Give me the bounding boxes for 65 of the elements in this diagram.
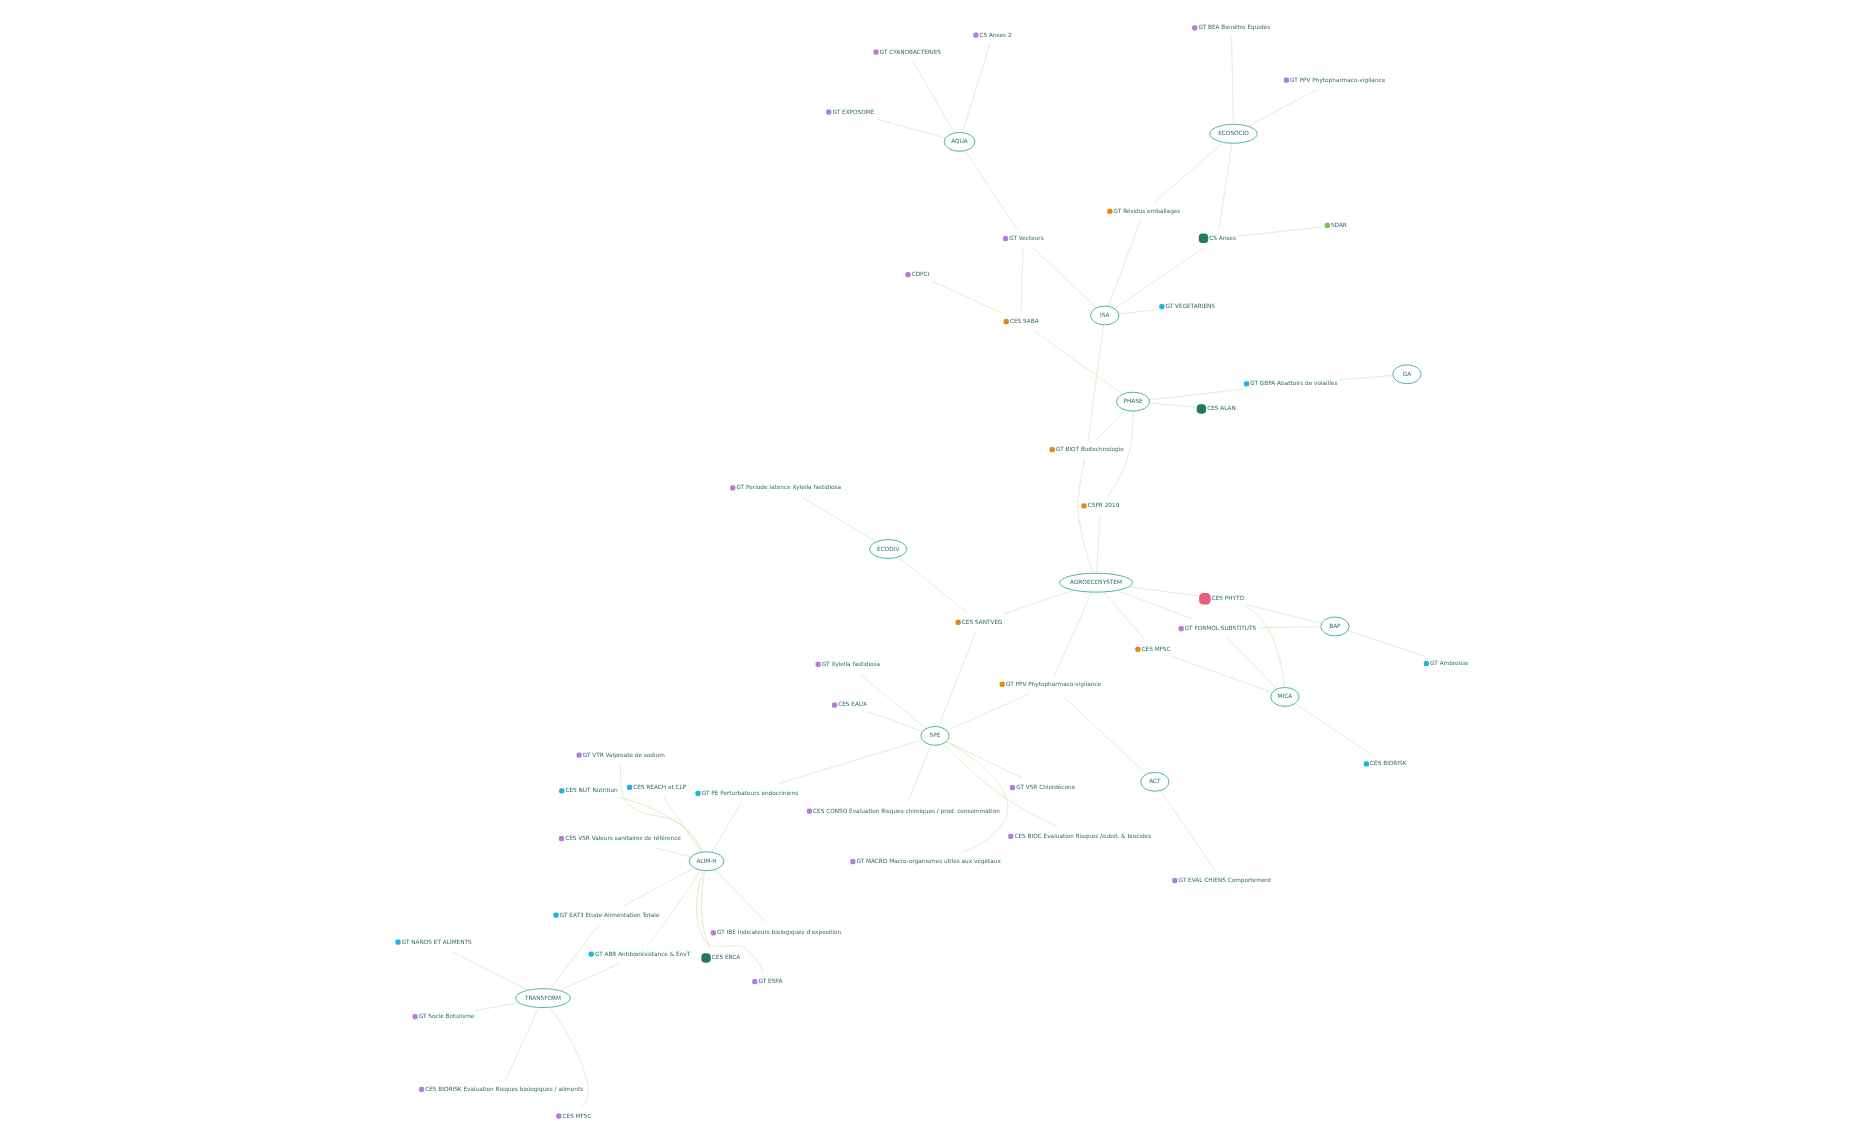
connector — [656, 847, 692, 858]
connector — [647, 869, 702, 946]
connector — [620, 764, 703, 853]
connector — [1054, 591, 1093, 676]
connector — [549, 924, 600, 990]
connector — [1226, 637, 1278, 690]
connector — [777, 739, 923, 785]
connector — [946, 741, 1024, 779]
connector — [475, 1002, 520, 1011]
connector — [946, 693, 1030, 731]
connector — [663, 796, 701, 853]
connector — [1033, 247, 1097, 308]
connector — [1245, 604, 1322, 624]
connector — [1258, 626, 1321, 629]
connector — [1154, 142, 1224, 203]
connector — [907, 744, 932, 802]
connector — [1339, 375, 1394, 381]
connector — [946, 741, 1009, 853]
connector — [1095, 409, 1126, 441]
connector — [876, 118, 946, 139]
connector — [867, 711, 923, 732]
connector — [1160, 790, 1216, 872]
connector — [1060, 693, 1147, 775]
connector — [1096, 515, 1101, 574]
connector — [1245, 606, 1285, 688]
connector — [1034, 330, 1123, 395]
connector — [618, 797, 703, 853]
connector — [801, 496, 877, 542]
connector — [1231, 37, 1234, 125]
connector — [1116, 590, 1193, 620]
connector — [1118, 309, 1159, 315]
connector — [1114, 247, 1204, 309]
connector — [1218, 142, 1233, 230]
connector — [1149, 402, 1196, 408]
connector — [1294, 703, 1372, 755]
connector — [1020, 248, 1024, 313]
connector — [1247, 89, 1317, 127]
connector — [1347, 630, 1423, 656]
connector — [931, 280, 1003, 314]
connector — [559, 963, 620, 991]
connector — [1077, 458, 1093, 574]
connector — [965, 150, 1018, 230]
connector — [1237, 226, 1322, 237]
connector — [623, 867, 695, 906]
connector — [714, 869, 768, 924]
connector — [1087, 324, 1104, 441]
connector — [898, 556, 968, 613]
connector — [701, 870, 711, 949]
connector — [859, 673, 927, 729]
connector — [938, 631, 976, 727]
connector — [942, 743, 1059, 828]
connector — [1003, 589, 1075, 615]
connector — [1171, 655, 1273, 693]
connector — [1149, 389, 1243, 401]
connector — [549, 1007, 589, 1107]
connector — [711, 802, 742, 853]
connector — [912, 61, 955, 134]
connector — [505, 1007, 539, 1081]
connector — [1128, 586, 1198, 596]
connector — [451, 951, 528, 991]
connector — [1107, 410, 1134, 497]
connector — [1107, 220, 1141, 307]
connector — [962, 44, 990, 133]
connector — [1103, 591, 1145, 640]
connector — [696, 870, 764, 973]
